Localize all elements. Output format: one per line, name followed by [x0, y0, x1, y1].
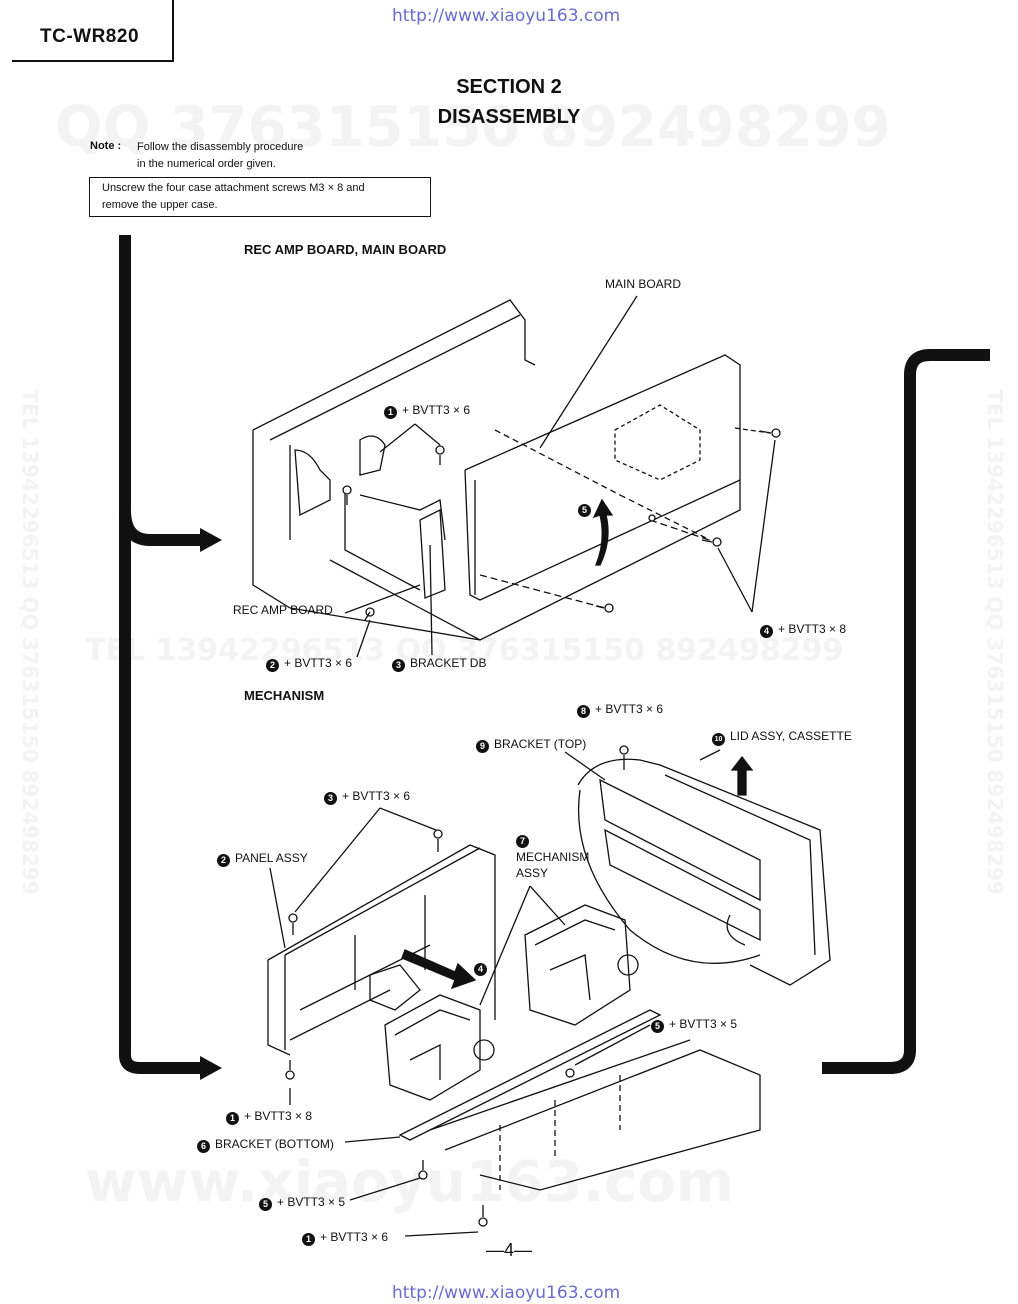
step-label: + BVTT3 × 6 [342, 789, 411, 803]
bracket-bottom-drawing [398, 1009, 761, 1191]
step-label: BRACKET (TOP) [494, 737, 587, 751]
label-step2-panel: 2 PANEL ASSY [217, 851, 308, 867]
leader-lines-sec1 [344, 295, 776, 658]
mechanism-assy-left [384, 994, 495, 1101]
section-subtitle: DISASSEMBLY [437, 106, 581, 128]
screw-icons-sec2 [285, 745, 629, 1227]
label-main-board: MAIN BOARD [605, 277, 682, 291]
lift-arrow-10 [730, 755, 754, 796]
step-badge: 1 [302, 1233, 315, 1246]
label-rec-amp-board: REC AMP BOARD [233, 603, 333, 617]
section-heading-boards: REC AMP BOARD, MAIN BOARD [244, 242, 447, 257]
label-step7-badge: 7 [516, 832, 534, 848]
step-label: LID ASSY, CASSETTE [730, 729, 852, 743]
step-badge: 4 [760, 625, 773, 638]
leader-lid [699, 749, 721, 761]
label-step5-screw-b: 5 + BVTT3 × 5 [259, 1195, 345, 1211]
step-label: + BVTT3 × 5 [669, 1017, 738, 1031]
label-step2-screw: 2 + BVTT3 × 6 [266, 656, 352, 672]
watermark-tel: TEL 13942296513 QQ 376315150 892498299 [85, 633, 844, 668]
flow-arrow-bottom [200, 1056, 222, 1080]
step-badge: 3 [324, 792, 337, 805]
step-badge: 3 [392, 659, 405, 672]
step-badge: 10 [712, 733, 725, 746]
step-label: + BVTT3 × 6 [320, 1230, 389, 1244]
step-badge: 7 [516, 835, 529, 848]
step-badge: 1 [226, 1112, 239, 1125]
flow-branch-top [119, 509, 205, 546]
watermark-qq: QQ 376315150 892498299 [55, 95, 891, 160]
label-step1-screw: 1 + BVTT3 × 6 [384, 403, 470, 419]
note-label: Note : [90, 140, 122, 152]
label-step3-screw: 3 + BVTT3 × 6 [324, 789, 410, 805]
mechanism-assy-right [524, 904, 639, 1026]
flow-line-left [119, 235, 205, 1074]
screw-icons [342, 428, 781, 621]
label-step3-bracket: 3 BRACKET DB [392, 656, 486, 672]
step-label: BRACKET DB [410, 656, 487, 670]
page-number: —4— [485, 1240, 532, 1260]
label-step9-bracket-top: 9 BRACKET (TOP) [476, 737, 586, 753]
step-badge: 4 [474, 963, 487, 976]
step-badge: 9 [476, 740, 489, 753]
step-label: + BVTT3 × 6 [595, 702, 664, 716]
source-url-top[interactable]: http://www.xiaoyu163.com [392, 6, 621, 26]
label-step5: 5 [578, 501, 596, 517]
note-line-2: in the numerical order given. [137, 158, 276, 170]
section-title: SECTION 2 [456, 76, 562, 98]
source-url-bottom[interactable]: http://www.xiaoyu163.com [392, 1283, 621, 1303]
step-label: + BVTT3 × 6 [402, 403, 471, 417]
step-label: + BVTT3 × 8 [778, 622, 847, 636]
label-step4-screw: 4 + BVTT3 × 8 [760, 622, 846, 638]
chassis-drawing [252, 299, 771, 641]
label-step7-mechanism: MECHANISM [516, 850, 590, 864]
instruction-box: Unscrew the four case attachment screws … [89, 177, 431, 217]
step-badge: 2 [266, 659, 279, 672]
step-badge: 5 [259, 1198, 272, 1211]
push-arrow-4 [401, 949, 477, 990]
step-badge: 8 [577, 705, 590, 718]
lid-assy-drawing [577, 758, 831, 986]
step-label: + BVTT3 × 8 [244, 1109, 313, 1123]
label-step7-assy: ASSY [516, 866, 549, 880]
step-label: + BVTT3 × 5 [277, 1195, 346, 1209]
instruction-line-1: Unscrew the four case attachment screws … [102, 182, 365, 194]
label-step1-screw-b: 1 + BVTT3 × 6 [302, 1230, 388, 1246]
step-label: + BVTT3 × 6 [284, 656, 353, 670]
model-box [12, 0, 174, 62]
step-badge: 5 [578, 504, 591, 517]
label-step8-screw: 8 + BVTT3 × 6 [577, 702, 663, 718]
step-badge: 2 [217, 854, 230, 867]
lift-arrow-5 [592, 498, 614, 566]
label-step4-arrow: 4 [474, 960, 492, 976]
panel-assy-drawing [267, 844, 496, 1056]
step-badge: 1 [384, 406, 397, 419]
model-number: TC-WR820 [40, 26, 140, 47]
section-heading-mechanism: MECHANISM [244, 688, 325, 703]
note-line-1: Follow the disassembly procedure [137, 141, 304, 153]
step-label: BRACKET (BOTTOM) [215, 1137, 334, 1151]
flow-arrow-top [200, 528, 222, 552]
label-step1-screw-a: 1 + BVTT3 × 8 [226, 1109, 312, 1125]
step-badge: 5 [651, 1020, 664, 1033]
watermark-www: www.xiaoyu163.com [85, 1150, 735, 1215]
step-label: PANEL ASSY [235, 851, 308, 865]
step-badge: 6 [197, 1140, 210, 1153]
leader-lines-sec2 [269, 751, 651, 1237]
instruction-line-2: remove the upper case. [102, 199, 218, 211]
flow-line-right [822, 349, 990, 1074]
label-step10-lid: 10 LID ASSY, CASSETTE [712, 729, 852, 746]
label-step5-screw-a: 5 + BVTT3 × 5 [651, 1017, 737, 1033]
label-step6-bracket-bottom: 6 BRACKET (BOTTOM) [197, 1137, 334, 1153]
